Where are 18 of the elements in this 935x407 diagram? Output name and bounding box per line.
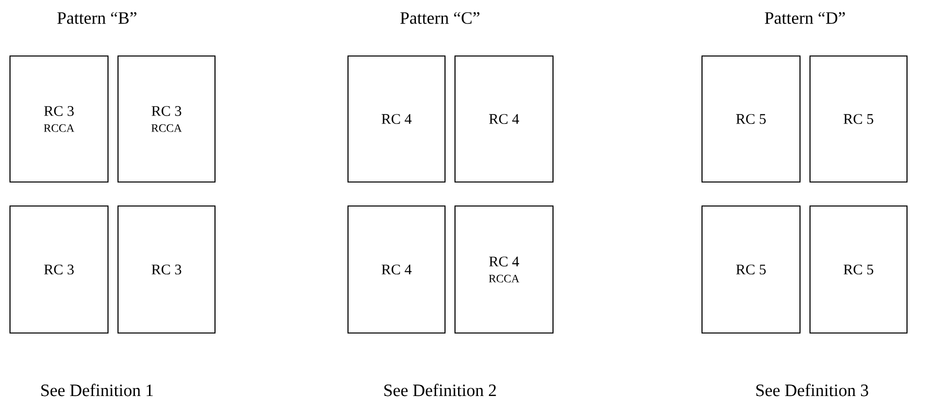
pattern-box: RC 3 RCCA: [117, 55, 216, 183]
pattern-label: See Definition 1: [41, 384, 153, 396]
pattern-label: Pattern “C”: [400, 12, 480, 24]
pattern-label: See Definition 3: [756, 384, 868, 396]
pattern-box: RC 3 RCCA: [9, 55, 109, 183]
pattern-label: See Definition 2: [384, 384, 496, 396]
pattern-box: RC 5: [701, 205, 801, 334]
pattern-label: Pattern “B”: [57, 12, 136, 24]
pattern-box: RC 4: [454, 55, 554, 183]
pattern-box: RC 5: [701, 55, 801, 183]
pattern-box: RC 4: [347, 205, 446, 334]
pattern-box: RC 5: [809, 55, 908, 183]
pattern-box: RC 4: [347, 55, 446, 183]
pattern-box: RC 3: [117, 205, 216, 334]
pattern-box: RC 4 RCCA: [454, 205, 554, 334]
pattern-box: RC 3: [9, 205, 109, 334]
pattern-box: RC 5: [809, 205, 908, 334]
pattern-label: Pattern “D”: [764, 12, 845, 24]
